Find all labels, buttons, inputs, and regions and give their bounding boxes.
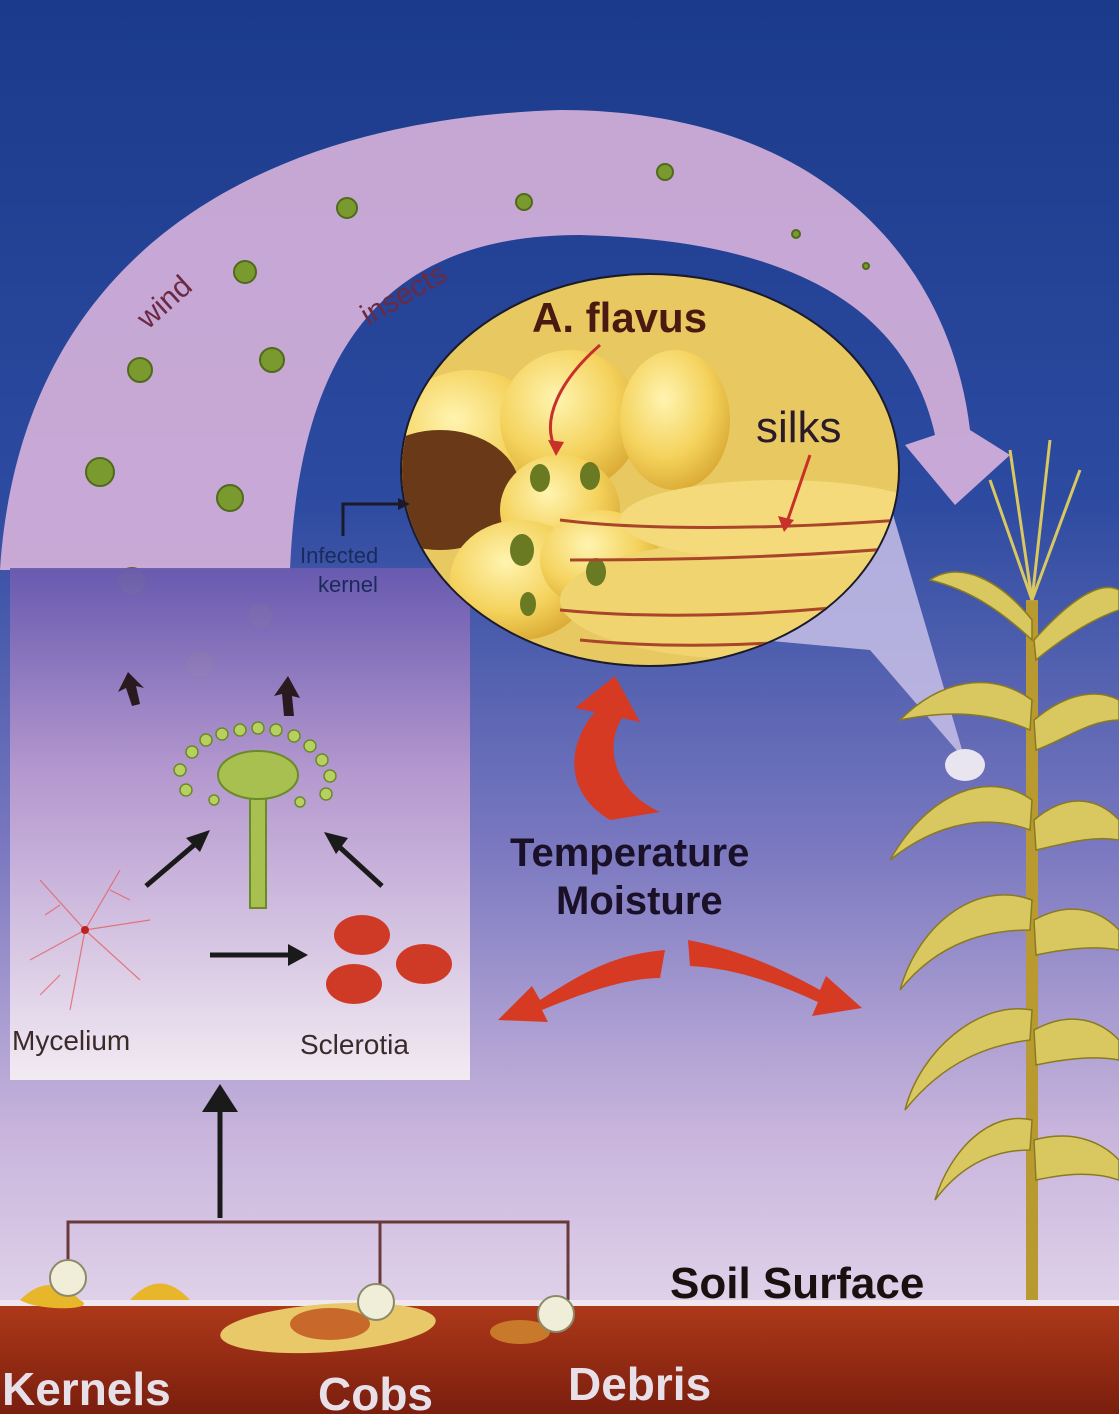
aflavus-label: A. flavus bbox=[532, 294, 707, 341]
cobs-label: Cobs bbox=[318, 1368, 433, 1414]
silks-label: silks bbox=[756, 403, 842, 452]
mycelium-center bbox=[81, 926, 89, 934]
temperature-label: Temperature bbox=[510, 831, 749, 875]
infected-label-line2: kernel bbox=[318, 572, 378, 597]
moisture-label: Moisture bbox=[556, 879, 723, 923]
kernels-label: Kernels bbox=[2, 1363, 171, 1414]
sclerotia-label: Sclerotia bbox=[300, 1029, 409, 1060]
infected-label-line1: Infected bbox=[300, 543, 378, 568]
lifecycle-box bbox=[10, 568, 470, 1080]
debris-label: Debris bbox=[568, 1358, 711, 1410]
soil-surface-label: Soil Surface bbox=[670, 1259, 924, 1308]
mycelium-label: Mycelium bbox=[12, 1025, 130, 1056]
